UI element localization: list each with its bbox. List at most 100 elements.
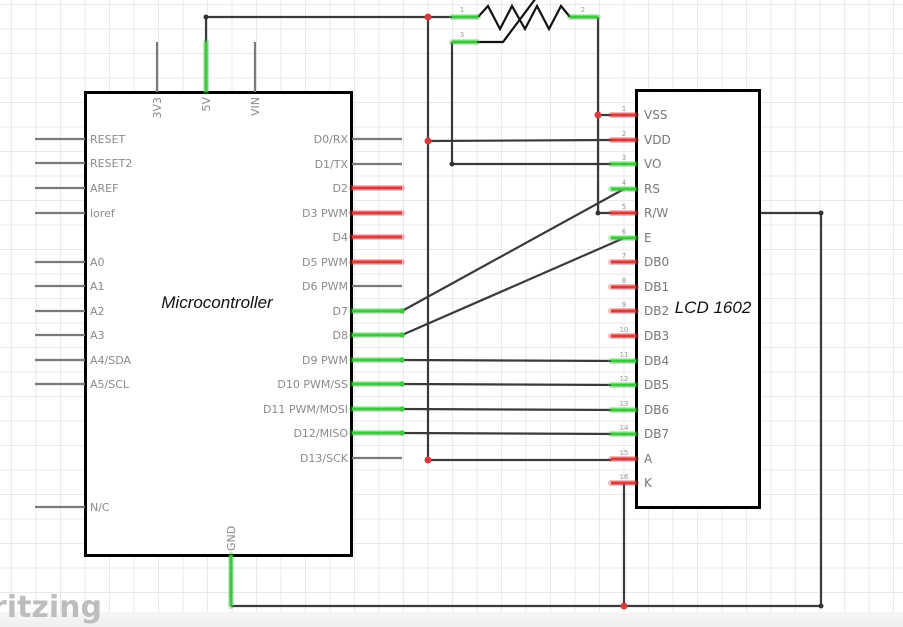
pin-end-dot xyxy=(399,308,405,314)
junction-dot xyxy=(424,456,432,464)
lcd-pin-label-db1: DB1 xyxy=(644,280,669,294)
pin-label-d4: D4 xyxy=(333,231,348,244)
microcontroller-body[interactable] xyxy=(84,91,353,557)
lcd-pin-number: 7 xyxy=(622,252,626,260)
pin-label-5v: 5V xyxy=(200,97,213,112)
pin-end-dot xyxy=(399,357,405,363)
lcd-pin-label-db4: DB4 xyxy=(644,354,669,368)
pin-label-d5-pwm: D5 PWM xyxy=(302,256,348,269)
wire-d10-pwm-ss-to-db5[interactable] xyxy=(401,382,625,387)
pin-label-d9-pwm: D9 PWM xyxy=(302,354,348,367)
pin-label-a2: A2 xyxy=(90,305,105,318)
pin-end-dot xyxy=(399,406,405,412)
pin-label-vin: VIN xyxy=(249,97,262,116)
junction-dot xyxy=(594,111,602,119)
pin-label-reset2: RESET2 xyxy=(90,157,132,170)
lcd-pin-number: 9 xyxy=(622,301,626,309)
pin-label-reset: RESET xyxy=(90,133,126,146)
pin-label-a5-scl: A5/SCL xyxy=(90,378,130,391)
lcd-pin-number: 10 xyxy=(620,326,629,334)
pin-label-3v3: 3V3 xyxy=(151,97,164,119)
lcd-pin-number: 16 xyxy=(620,473,629,481)
pin-label-d8: D8 xyxy=(333,329,348,342)
lcd-pin-number: 13 xyxy=(620,400,629,408)
pin-end-dot xyxy=(399,332,405,338)
wire-pot-to-lcd-vss[interactable] xyxy=(596,17,611,117)
pin-label-a0: A0 xyxy=(90,256,105,269)
pin-label-a4-sda: A4/SDA xyxy=(90,354,131,367)
junction-dot xyxy=(620,602,628,610)
junction-dot xyxy=(818,210,824,216)
lcd-pin-label-db7: DB7 xyxy=(644,427,669,441)
wire-d11-pwm-mosi-to-db6[interactable] xyxy=(401,407,625,412)
junction-dot xyxy=(818,603,824,609)
pin-label-d12-miso: D12/MISO xyxy=(293,427,348,440)
junction-dot xyxy=(424,137,432,145)
wire-d8-to-e[interactable] xyxy=(401,236,625,337)
lcd-pin-label-db0: DB0 xyxy=(644,255,669,269)
lcd-pin-number: 14 xyxy=(620,424,629,432)
lcd-title: LCD 1602 xyxy=(675,298,752,317)
junction-dot xyxy=(595,210,601,216)
resistor-zigzag xyxy=(477,3,571,32)
lcd-pin-label-vdd: VDD xyxy=(644,133,671,147)
pin-label-d0-rx: D0/RX xyxy=(314,133,349,146)
pin-label-d7: D7 xyxy=(333,305,348,318)
wire-d9-pwm-to-db4[interactable] xyxy=(401,358,625,363)
pin-label-a3: A3 xyxy=(90,329,105,342)
pin-label-d11-pwm-mosi: D11 PWM/MOSI xyxy=(263,403,348,416)
lcd-pin-label-r-w: R/W xyxy=(644,206,668,220)
lcd-pin-number: 6 xyxy=(622,228,627,236)
lcd-pin-label-db5: DB5 xyxy=(644,378,669,392)
lcd-pin-number: 11 xyxy=(620,351,629,359)
microcontroller-title: Microcontroller xyxy=(161,293,274,312)
junction-dot xyxy=(203,14,209,20)
lcd-pin-number: 15 xyxy=(620,449,629,457)
pin-label-n-c: N/C xyxy=(90,501,110,514)
junctions xyxy=(203,13,824,610)
wire-5v-to-pot[interactable] xyxy=(204,15,452,42)
lcd-pin-label-rs: RS xyxy=(644,182,660,196)
wire-5v-bus-to-lcd-a[interactable] xyxy=(426,17,611,462)
pin-label-d10-pwm-ss: D10 PWM/SS xyxy=(277,378,348,391)
pin-label-d6-pwm: D6 PWM xyxy=(302,280,348,293)
wire-pot-to-lcd-vo[interactable] xyxy=(450,42,611,166)
pin-end-dot xyxy=(399,381,405,387)
pin-label-ioref: ioref xyxy=(90,207,116,220)
pot-pin-number: 2 xyxy=(581,6,585,14)
wire-d7-to-rs[interactable] xyxy=(401,188,625,312)
lcd-pin-number: 4 xyxy=(622,179,627,187)
lcd-body[interactable] xyxy=(635,89,761,509)
lcd-pin-number: 2 xyxy=(622,130,626,138)
wire-d12-miso-to-db7[interactable] xyxy=(401,431,625,436)
junction-dot xyxy=(424,13,432,21)
lcd-pin-number: 3 xyxy=(622,154,626,162)
pin-end-dot xyxy=(399,430,405,436)
wiper-arrow xyxy=(477,0,536,44)
pin-label-gnd: GND xyxy=(225,526,238,551)
lcd-pin-number: 12 xyxy=(620,375,629,383)
lcd-pin-label-db3: DB3 xyxy=(644,329,669,343)
lcd-pin-label-db6: DB6 xyxy=(644,403,669,417)
lcd-pin-label-e: E xyxy=(644,231,652,245)
wire-5v-to-lcd-vdd[interactable] xyxy=(427,138,612,143)
junction-dot xyxy=(449,161,455,167)
pin-label-d2: D2 xyxy=(333,182,348,195)
lcd-pin-label-vo: VO xyxy=(644,157,661,171)
lcd-pin-number: 8 xyxy=(622,277,626,285)
lcd-pin-number: 1 xyxy=(622,105,626,113)
pot-pin-number: 1 xyxy=(460,6,464,14)
potentiometer-part[interactable]: 1 2 3 xyxy=(449,0,601,45)
pin-label-d13-sck: D13/SCK xyxy=(300,452,349,465)
pin-label-aref: AREF xyxy=(90,182,118,195)
lcd-pin-label-k: K xyxy=(644,476,653,490)
pin-label-a1: A1 xyxy=(90,280,105,293)
pin-label-d3-pwm: D3 PWM xyxy=(302,207,348,220)
lcd-pin-label-a: A xyxy=(644,452,653,466)
lcd-pin-label-vss: VSS xyxy=(644,108,667,122)
pot-pin-number: 3 xyxy=(460,31,464,39)
